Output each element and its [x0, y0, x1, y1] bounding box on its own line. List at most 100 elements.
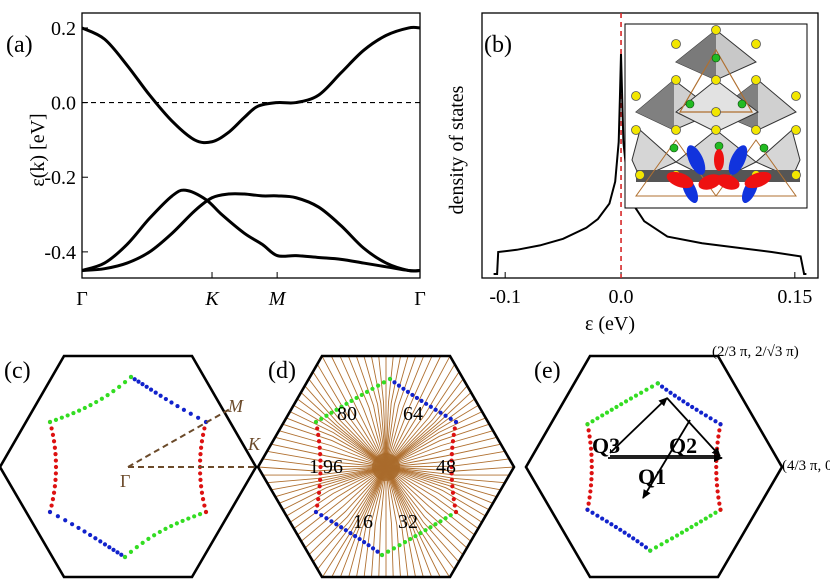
patch-ray — [363, 355, 387, 468]
fermi-point — [450, 490, 456, 495]
patch-ray — [304, 466, 387, 549]
oxygen-site — [711, 107, 721, 117]
fermi-point — [392, 380, 397, 385]
fermi-surface-panel: (c) M K Γ — [0, 354, 261, 579]
k-point-label: K — [247, 434, 261, 454]
fermi-point — [348, 531, 353, 536]
fermi-point — [585, 507, 590, 512]
fermi-point — [53, 464, 59, 470]
fermi-point — [453, 419, 459, 425]
fermi-point — [443, 413, 448, 418]
fermi-point — [196, 415, 201, 420]
patch-ray — [385, 385, 468, 468]
fermi-surface-points — [313, 376, 459, 558]
fermi-point — [401, 386, 406, 391]
patch-ray — [385, 398, 475, 468]
orbital-lobe-blue — [728, 145, 748, 175]
fermi-point — [648, 548, 653, 553]
patch-ray — [330, 355, 387, 468]
fermi-point — [708, 416, 713, 421]
patch-label: 64 — [403, 403, 423, 425]
fermi-point — [698, 519, 704, 524]
fermi-point — [352, 533, 358, 539]
m-point-label: M — [227, 396, 244, 416]
fermi-point — [703, 413, 708, 418]
patch-ray — [385, 355, 451, 468]
fermi-point — [318, 477, 323, 482]
fermi-point — [49, 426, 54, 431]
fermi-point — [199, 484, 204, 489]
fermi-point — [53, 477, 58, 482]
fermi-point — [50, 432, 56, 437]
patch-ray — [385, 466, 409, 578]
patch-ray — [385, 466, 486, 517]
patch-ray — [275, 466, 387, 498]
panel-label-b: (b) — [484, 32, 512, 58]
fermi-point — [77, 408, 82, 413]
fermi-point — [63, 518, 68, 523]
fermi-point — [203, 509, 209, 515]
band-curve-2 — [81, 188, 421, 273]
fermi-point — [366, 543, 371, 548]
fermi-point — [668, 390, 673, 395]
patch-ray — [385, 466, 468, 549]
fermi-point — [408, 536, 413, 542]
patch-ray — [257, 466, 387, 472]
patch-ray — [278, 466, 387, 504]
y-tick-label: 0.0 — [51, 93, 76, 115]
fermi-point — [589, 452, 594, 457]
patch-rays — [257, 355, 515, 578]
fermi-point — [107, 545, 112, 550]
patch-ray — [385, 466, 497, 498]
fermi-point — [716, 434, 721, 439]
patch-ray — [385, 466, 515, 472]
patch-ray — [293, 466, 387, 529]
fermi-point — [88, 532, 93, 538]
fermi-point — [146, 536, 151, 541]
fermi-point — [681, 399, 686, 404]
fermi-point — [717, 501, 722, 506]
patch-ray — [385, 466, 460, 563]
fermi-point — [718, 422, 723, 427]
nesting-vectors-panel: (e) Q3 Q2 Q1 (2/3 π, 2/√3 π) (4/3 π, 0) — [524, 344, 830, 579]
patch-ray — [312, 371, 387, 468]
metal-site — [737, 99, 747, 109]
fermi-point — [313, 509, 319, 515]
plot-frame-b — [481, 12, 819, 279]
patch-ray — [385, 443, 501, 468]
fermi-point — [405, 389, 410, 394]
fermi-point — [622, 530, 627, 535]
fermi-point — [633, 393, 639, 398]
patch-ray — [385, 466, 483, 523]
fermi-point — [643, 545, 649, 550]
fermi-point — [644, 387, 649, 392]
patch-ray — [363, 466, 387, 578]
fermi-point — [50, 497, 56, 502]
brillouin-zone-hexagon — [0, 354, 258, 579]
fermi-point — [653, 545, 659, 550]
fermi-point — [690, 404, 695, 410]
fermi-point — [318, 452, 323, 457]
band-curves — [81, 25, 421, 273]
patch-ray — [293, 404, 387, 468]
y-axis-title-b: density of states — [446, 85, 468, 214]
plot-frame-a — [81, 12, 421, 279]
oxygen-site — [671, 125, 681, 135]
fermi-point — [200, 432, 206, 437]
fermi-point — [590, 419, 595, 424]
fermi-point — [424, 401, 429, 406]
y-ticks-a: 0.20.0-0.2-0.4 — [44, 18, 88, 264]
octahedron-shade — [636, 80, 674, 130]
fermi-point — [53, 471, 58, 476]
oxygen-site — [791, 170, 801, 180]
orbital-lobe-red — [744, 171, 772, 189]
fermi-point — [590, 510, 595, 515]
patch-ray — [385, 371, 460, 468]
patch-ray — [385, 466, 479, 529]
fermi-point — [604, 519, 609, 524]
fermi-point — [449, 452, 454, 457]
fermi-point — [618, 527, 623, 532]
fermi-point — [318, 464, 323, 470]
